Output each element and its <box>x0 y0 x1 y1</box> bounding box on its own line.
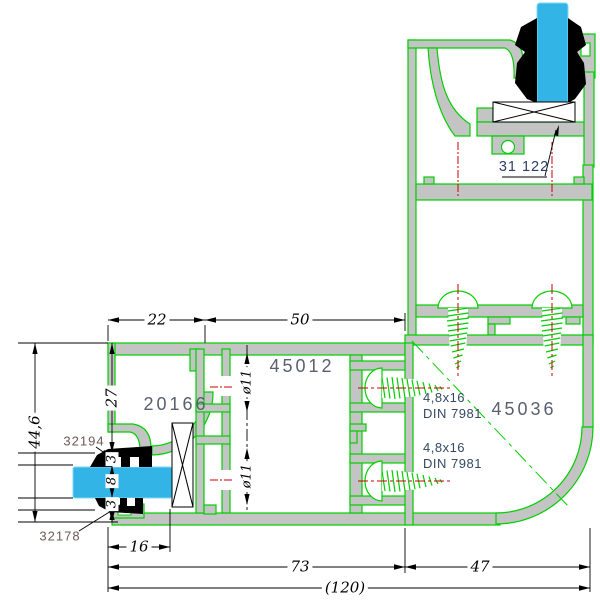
dimension-arrows <box>32 317 590 591</box>
glass-pane-vertical <box>536 2 569 104</box>
dim-8-glass: 8 <box>105 473 120 489</box>
setting-block-left <box>171 422 194 508</box>
screw-standard: DIN 7981 <box>423 456 482 472</box>
dim-73: 73 <box>287 559 313 575</box>
glass-pane-horizontal <box>72 466 173 499</box>
miter-centerline <box>411 340 569 507</box>
dim-47: 47 <box>467 559 493 575</box>
dim-3-upper: 3 <box>105 451 120 467</box>
screw-standard: DIN 7981 <box>423 406 482 422</box>
screw-note-upper: 4,8x16 DIN 7981 <box>423 390 482 423</box>
dim-dia11-upper: ø11 <box>240 366 255 398</box>
screw-vertical-right <box>531 283 573 377</box>
dim-16: 16 <box>126 539 152 555</box>
ref-label-31122: 31 122 <box>498 158 550 175</box>
dim-50: 50 <box>287 312 313 328</box>
dim-44-6: 44,6 <box>26 412 44 452</box>
screw-note-lower: 4,8x16 DIN 7981 <box>423 440 482 473</box>
dim-120-total: (120) <box>321 580 369 596</box>
bead-clip-channel <box>500 139 516 155</box>
gasket-label-32178: 32178 <box>39 528 81 544</box>
gasket-label-32194: 32194 <box>63 433 105 449</box>
part-label-20166: 20166 <box>143 394 209 414</box>
clip-chamber <box>580 42 591 57</box>
dim-3-lower: 3 <box>105 496 120 512</box>
mullion-hole-upper <box>220 376 232 396</box>
part-label-45036: 45036 <box>491 399 557 419</box>
dim-dia11-lower: ø11 <box>240 460 255 492</box>
dim-27: 27 <box>103 385 121 411</box>
gasket-notch <box>130 457 139 467</box>
gasket-notch <box>127 498 135 506</box>
screw-size: 4,8x16 <box>423 390 466 405</box>
setting-block-top <box>492 101 576 123</box>
centerline-marks <box>210 142 553 481</box>
dim-22: 22 <box>144 312 170 328</box>
part-label-45012: 45012 <box>269 356 335 376</box>
screw-size: 4,8x16 <box>423 440 466 455</box>
glazing-gasket-right <box>568 18 586 103</box>
screw-vertical-left <box>437 283 479 377</box>
glazing-gasket-left <box>515 18 537 103</box>
